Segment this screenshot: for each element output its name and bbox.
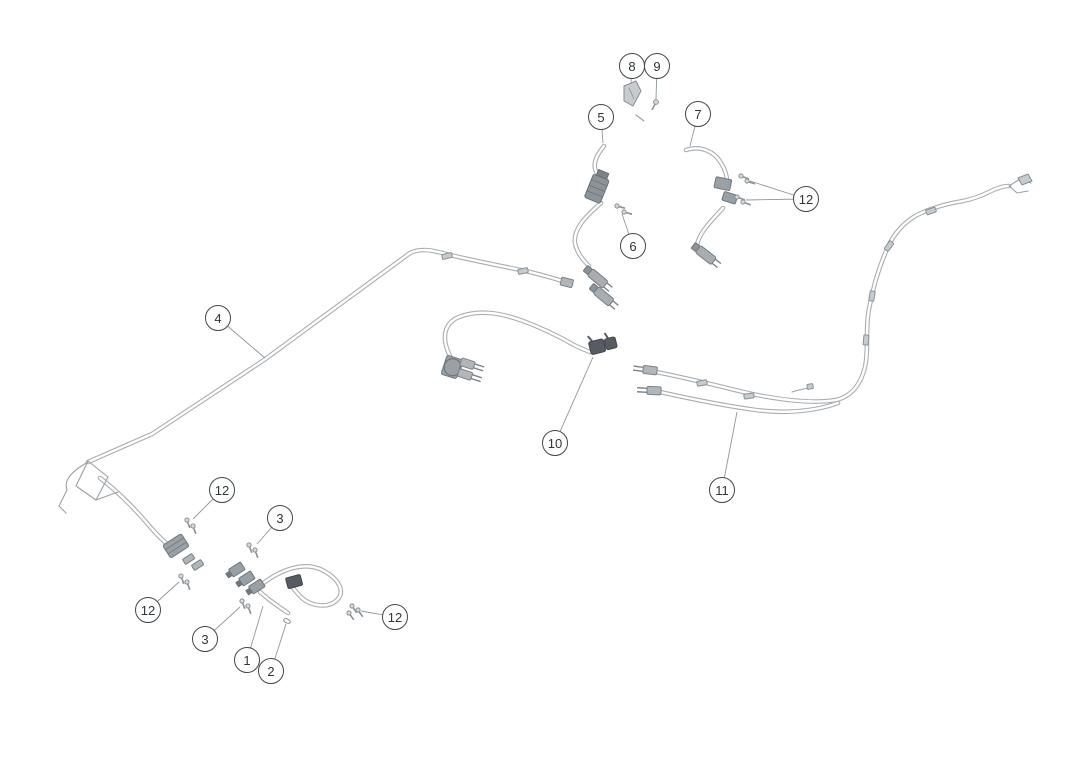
callout-12-a[interactable]: 12: [793, 186, 819, 212]
callout-4[interactable]: 4: [205, 305, 231, 331]
callout-11[interactable]: 11: [709, 477, 735, 503]
part-7-cable-assembly-drawing: [686, 148, 738, 270]
leader-line-10: [554, 356, 594, 444]
callout-3-a[interactable]: 3: [267, 505, 293, 531]
callout-5[interactable]: 5: [588, 104, 614, 130]
callout-7[interactable]: 7: [685, 101, 711, 127]
callout-2[interactable]: 2: [258, 658, 284, 684]
callout-9[interactable]: 9: [644, 53, 670, 79]
callout-1[interactable]: 1: [234, 647, 260, 673]
part-10-jumper-cable-drawing: [441, 313, 618, 385]
part-5-cable-assembly-drawing: [575, 146, 621, 312]
callout-3-b[interactable]: 3: [192, 626, 218, 652]
part-2-clip: [283, 618, 291, 624]
part-11-long-cable-drawing: [631, 173, 1033, 412]
part-8-9-bracket-screw-drawing: [623, 80, 659, 122]
part-4-main-cable-drawing: [58, 250, 574, 571]
part-4-end-connector: [162, 533, 189, 558]
callout-6[interactable]: 6: [620, 233, 646, 259]
callout-8[interactable]: 8: [619, 53, 645, 79]
part-1-2-connector-assembly-drawing: [225, 561, 340, 624]
callout-12-d[interactable]: 12: [382, 604, 408, 630]
callout-12-c[interactable]: 12: [135, 597, 161, 623]
callout-12-b[interactable]: 12: [209, 477, 235, 503]
callout-10[interactable]: 10: [542, 430, 568, 456]
